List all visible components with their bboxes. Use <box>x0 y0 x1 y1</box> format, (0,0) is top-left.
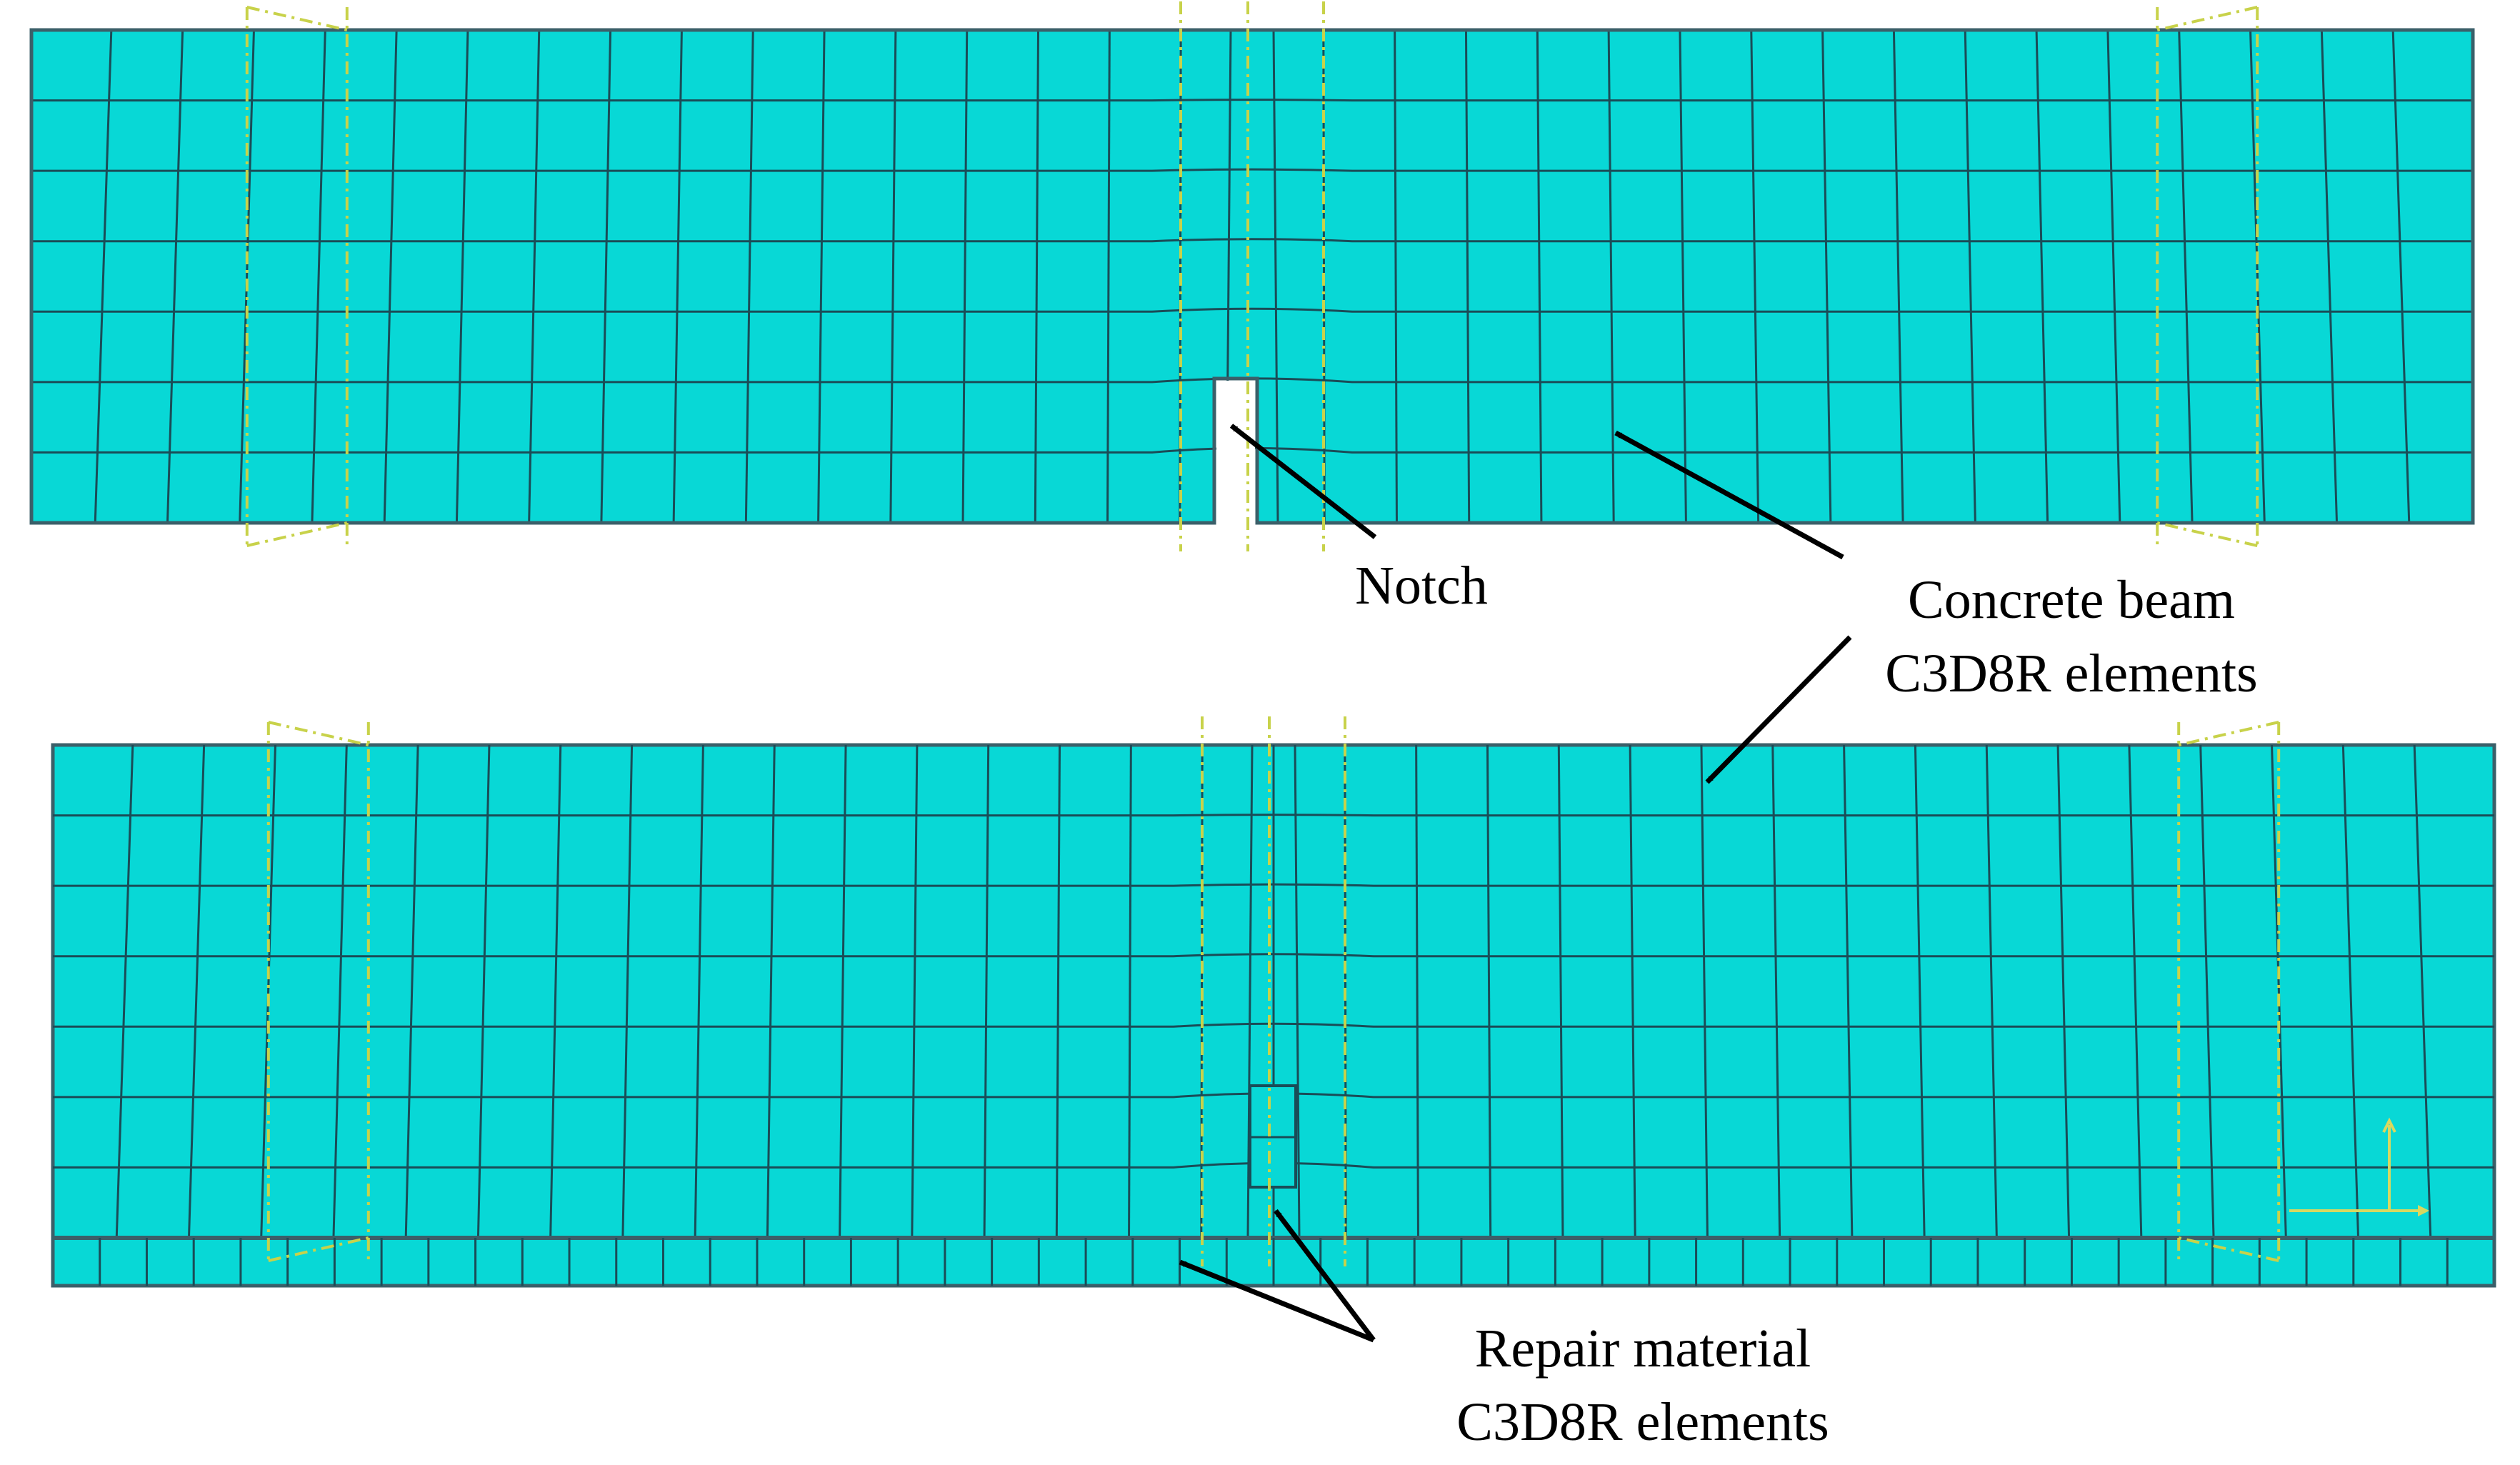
mesh-line <box>1415 744 1419 1239</box>
repair-label-line2: C3D8R elements <box>1456 1392 1829 1452</box>
mesh-line <box>53 883 2494 887</box>
mesh-line <box>94 29 113 524</box>
mesh-line <box>1821 29 1832 524</box>
mesh-line <box>1700 744 1709 1239</box>
mesh-line <box>2320 29 2339 524</box>
bottom-beam-mesh <box>51 716 2496 1288</box>
repair-arrow-left <box>1179 1259 1375 1343</box>
mesh-line <box>2056 744 2071 1239</box>
top-beam-outline <box>29 28 2475 525</box>
mesh-line <box>744 29 754 524</box>
mesh-line <box>1985 744 1998 1239</box>
top-beam-mesh <box>29 1 2475 551</box>
mesh-line <box>1394 29 1398 524</box>
mesh-line <box>2391 29 2411 524</box>
mesh-line <box>187 744 206 1239</box>
notch-arrow <box>1229 424 1377 539</box>
mesh-line <box>1128 744 1132 1239</box>
mesh-line <box>455 29 469 524</box>
mesh-line <box>115 744 134 1239</box>
mesh-line <box>1629 744 1636 1239</box>
mesh-line <box>31 307 2473 313</box>
mesh-line <box>383 29 398 524</box>
annotation-arrows <box>1179 424 1852 1343</box>
concrete-arrow-bottom <box>1705 635 1852 784</box>
mesh-line <box>1964 29 1976 524</box>
mesh-line <box>621 744 634 1239</box>
mesh-line <box>1486 744 1492 1239</box>
mesh-line <box>476 744 491 1239</box>
mesh-line <box>311 29 326 524</box>
mesh-line <box>31 238 2473 243</box>
mesh-line <box>332 744 348 1239</box>
concrete-label-line1: Concrete beam <box>1908 570 2235 630</box>
notch-label: Notch <box>1355 556 1488 616</box>
mesh-line <box>1679 29 1687 524</box>
mesh-line <box>2249 29 2266 524</box>
mesh-line <box>260 744 276 1239</box>
mesh-line <box>1106 29 1111 524</box>
repair-arrow-right <box>1274 1209 1376 1342</box>
mesh-line <box>2199 744 2215 1239</box>
mesh-line <box>31 168 2473 172</box>
mesh-line <box>2178 29 2194 524</box>
mesh-line <box>239 29 255 524</box>
mesh-line <box>1536 29 1543 524</box>
mesh-line <box>166 29 184 524</box>
mesh-line <box>1892 29 1904 524</box>
axis-triad-icon <box>2289 1117 2429 1216</box>
mesh-line <box>889 29 897 524</box>
bottom-beam-guides <box>266 716 2281 1266</box>
mesh-line <box>2128 744 2143 1239</box>
top-beam-body <box>31 30 2473 523</box>
mesh-line <box>2413 744 2432 1239</box>
mesh-line <box>53 1022 2494 1028</box>
mesh-line <box>1557 744 1564 1239</box>
mesh-line <box>1607 29 1615 524</box>
mesh-line <box>1055 744 1061 1239</box>
mesh-line <box>1771 744 1781 1239</box>
mesh-line <box>1914 744 1926 1239</box>
mesh-line <box>31 99 2473 102</box>
mesh-line <box>2341 744 2360 1239</box>
mesh-line <box>1272 29 1279 524</box>
concrete-label-line2: C3D8R elements <box>1885 644 2257 704</box>
mesh-line <box>1034 29 1040 524</box>
mesh-line <box>766 744 776 1239</box>
mesh-line <box>911 744 919 1239</box>
mesh-line <box>1750 29 1760 524</box>
mesh-line <box>983 744 990 1239</box>
repair-label-line1: Repair material <box>1475 1319 1811 1379</box>
concrete-arrow-top <box>1614 430 1844 560</box>
mesh-line <box>53 953 2494 958</box>
mesh-line <box>961 29 969 524</box>
top-beam-grid <box>31 29 2473 528</box>
mesh-line <box>672 29 683 524</box>
mesh-line <box>1294 744 1301 1239</box>
mesh-line <box>694 744 704 1239</box>
mesh-line <box>839 744 847 1239</box>
mesh-line <box>528 29 541 524</box>
mesh-line <box>404 744 419 1239</box>
repair-material-layer <box>53 1084 2494 1286</box>
mesh-line <box>817 29 826 524</box>
mesh-line <box>53 814 2494 817</box>
mesh-line <box>2106 29 2121 524</box>
top-beam-guides <box>245 1 2259 551</box>
mesh-line <box>549 744 562 1239</box>
mesh-line <box>2271 744 2287 1239</box>
mesh-line <box>2035 29 2049 524</box>
mesh-line <box>1464 29 1471 524</box>
mesh-line <box>600 29 612 524</box>
mesh-line <box>1843 744 1854 1239</box>
